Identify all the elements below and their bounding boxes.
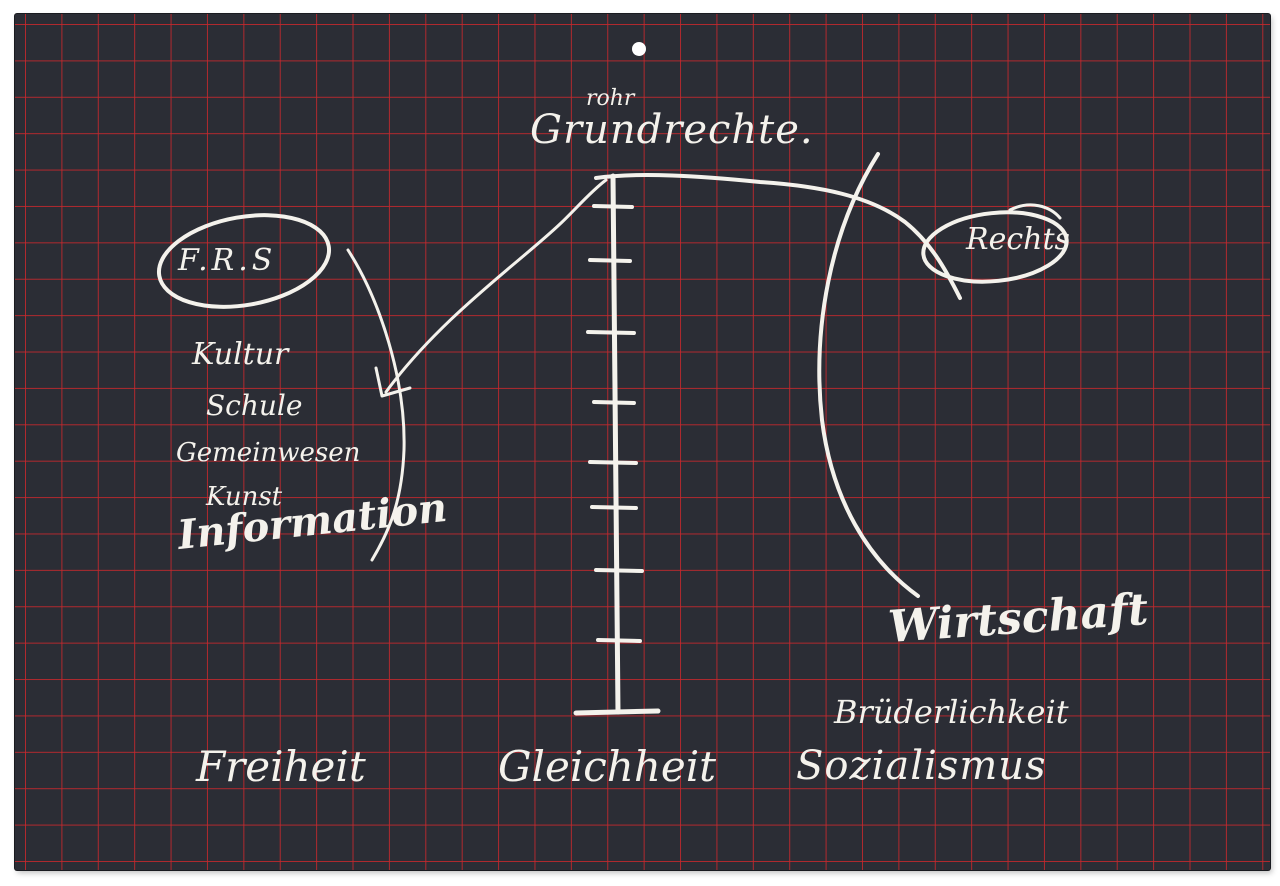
list-bracket-curve [346, 248, 406, 562]
axis-tick [596, 638, 642, 643]
gemeinwesen-label: Gemeinwesen [176, 438, 361, 468]
axis-tick [588, 258, 632, 263]
axis-tick [592, 400, 636, 405]
axis-tick [588, 460, 638, 465]
blackboard-grid [15, 14, 1270, 870]
rechts-ellipse-tail [1008, 203, 1062, 220]
axis-tick [592, 204, 634, 209]
freiheit-label: Freiheit [196, 742, 366, 791]
frs-ellipse [156, 213, 332, 309]
sozialismus-label: Sozialismus [796, 743, 1047, 789]
punch-hole [632, 42, 646, 56]
gleichheit-label: Gleichheit [498, 742, 717, 791]
axis-tick [590, 505, 638, 510]
axis-base-line [573, 708, 661, 716]
rohr-label: rohr [586, 86, 635, 111]
kultur-label: Kultur [192, 337, 289, 372]
kunst-label: Kunst [206, 482, 283, 512]
axis-tick [594, 568, 644, 573]
rechts-label: Rechts [966, 222, 1070, 257]
top-bar-line [594, 173, 962, 300]
grundrechte-label: Grundrechte. [530, 107, 814, 153]
arrow-line [384, 178, 608, 394]
vertical-axis-line [610, 173, 621, 715]
schule-label: Schule [206, 389, 303, 422]
bruderlichkeit-label: Brüderlichkeit [834, 693, 1069, 731]
right-arc-curve [817, 152, 920, 598]
frs-label: F.R.S [178, 243, 277, 278]
axis-tick [586, 330, 636, 335]
rechts-ellipse [921, 210, 1069, 284]
